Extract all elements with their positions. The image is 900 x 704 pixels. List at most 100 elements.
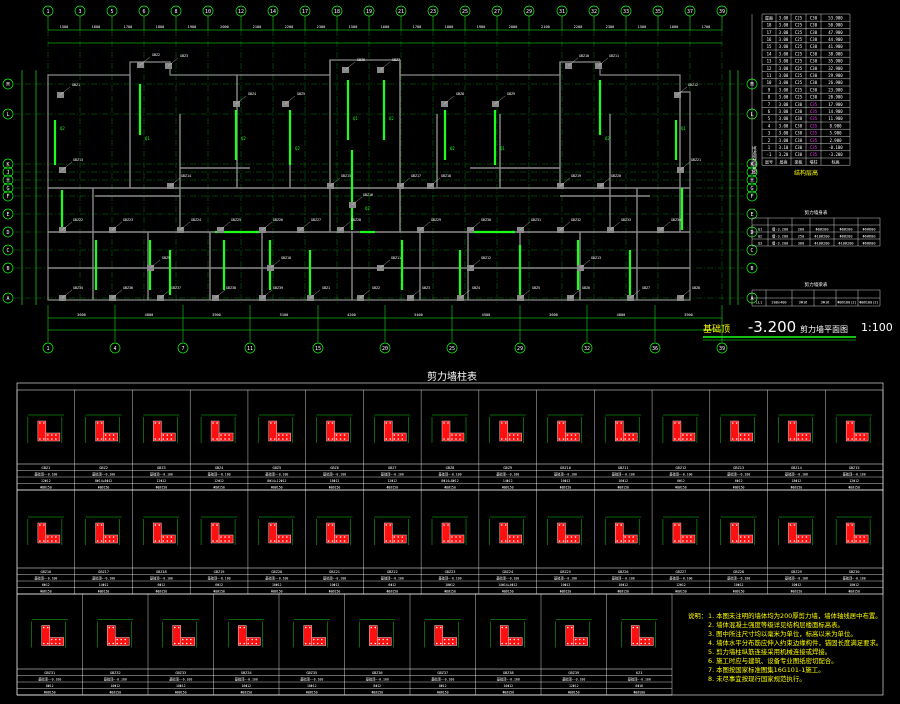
rebar-dot <box>562 540 565 542</box>
story-table-cell: C30 <box>810 87 818 92</box>
dimension-text: 1700 <box>413 25 422 29</box>
rebar-dot <box>443 540 445 542</box>
rebar-dot <box>239 642 242 645</box>
rebar-dot <box>863 434 865 436</box>
column-tag: GBZ4 <box>472 286 480 290</box>
rebar-dot <box>674 540 676 542</box>
column-elevation: 基础顶~-0.100 <box>562 677 585 682</box>
column-stirrup: Φ8@150 <box>329 486 341 490</box>
label-leader <box>409 289 421 299</box>
dimension-text: 2100 <box>541 25 550 29</box>
rebar-dot <box>863 540 865 542</box>
rebar-dot <box>316 638 319 641</box>
axis-bubble <box>746 190 758 202</box>
rebar-dot <box>43 438 45 440</box>
label-leader <box>61 221 73 231</box>
rebar-dot <box>855 434 857 436</box>
column-bars: 12Φ12 <box>387 479 397 483</box>
rebar-dot <box>674 422 676 424</box>
rebar-dot <box>220 434 222 436</box>
wall-column <box>57 92 64 98</box>
column-tag: GBZ32 <box>571 218 581 222</box>
axis-label-top: 18 <box>334 9 340 15</box>
rebar-dot <box>335 438 338 440</box>
wall-table-title: 剪力墙身表 <box>805 209 828 216</box>
rebar-dot <box>177 626 180 629</box>
column-elevation: 基础顶~-0.100 <box>554 576 577 581</box>
rebar-dot <box>331 438 334 440</box>
wall-column <box>297 227 304 233</box>
rebar-dot <box>574 438 577 440</box>
section-concrete <box>499 420 508 442</box>
rebar-dot <box>255 638 258 641</box>
dimension-text: 2000 <box>220 25 229 29</box>
column-tag: GBZ19 <box>571 174 581 178</box>
rebar-dot <box>516 540 519 542</box>
wall-table-cell: Φ6@600 <box>863 241 876 245</box>
column-tag: GBZ11 <box>609 54 619 58</box>
column-bars: 10Φ12 <box>110 684 120 688</box>
story-table-cell: 47.900 <box>828 30 843 35</box>
rebar-dot <box>731 438 734 440</box>
column-stirrup: Φ8@150 <box>40 486 52 490</box>
column-tag: GBZ7 <box>392 58 400 62</box>
column-tag: GBZ6 <box>357 58 365 62</box>
axis-bubble <box>2 174 14 186</box>
column-tag: GBZ2 <box>372 286 380 290</box>
column-tag: GBZ38 <box>226 286 236 290</box>
section-concrete <box>103 534 118 544</box>
rebar-dot <box>42 626 45 629</box>
rebar-dot <box>251 638 254 641</box>
column-tag: GBZ4 <box>248 92 256 96</box>
column-bars: 10Φ12 <box>561 583 571 587</box>
rebar-dot <box>212 438 214 440</box>
story-table-cell: 3.00 <box>779 116 789 121</box>
rebar-dot <box>451 536 453 538</box>
rebar-dot <box>863 536 865 538</box>
rebar-dot <box>624 536 626 538</box>
column-tag: GBZ3 <box>180 54 188 58</box>
rebar-dot <box>158 422 161 424</box>
rebar-dot <box>620 524 622 526</box>
rebar-dot <box>570 438 573 440</box>
rebar-dot <box>801 536 804 538</box>
wall-column <box>597 183 604 189</box>
rebar-dot <box>686 434 688 436</box>
axis-bubble <box>2 108 14 120</box>
label-leader <box>309 289 321 299</box>
story-table-cell: 3.00 <box>779 80 789 85</box>
story-table-cell: 3.00 <box>779 37 789 42</box>
section-concrete <box>45 534 61 544</box>
column-bars: 10Φ12 <box>176 684 186 688</box>
rebar-dot <box>855 438 857 440</box>
label-leader <box>559 177 571 187</box>
wall-column <box>167 183 174 189</box>
rebar-dot <box>859 540 861 542</box>
story-table-cell: 14 <box>767 51 772 56</box>
label-leader <box>679 161 691 171</box>
rebar-dot <box>801 540 804 542</box>
story-table-cell: 11 <box>767 73 772 78</box>
label-leader <box>359 289 371 299</box>
wall-tag: Q1 <box>353 116 358 121</box>
note-item: 7. 本图按国家标准图集16G101-1施工。 <box>708 666 825 674</box>
column-elevation: 基础顶~-0.100 <box>92 576 115 581</box>
rebar-dot <box>39 524 41 526</box>
story-table-cell: 3.00 <box>779 138 789 143</box>
column-elevation: 基础顶~-0.100 <box>366 677 389 682</box>
column-stirrup: Φ8@150 <box>848 486 860 490</box>
column-stirrup: Φ8@150 <box>560 590 572 594</box>
column-id: GBZ2 <box>99 466 108 470</box>
rebar-dot <box>648 638 651 641</box>
section-concrete <box>268 522 277 544</box>
rebar-dot <box>516 536 519 538</box>
wall-column <box>217 227 224 233</box>
column-elevation: 基础顶~-0.100 <box>381 472 404 477</box>
rebar-dot <box>570 434 573 436</box>
column-bars: 16Φ12 <box>561 479 571 483</box>
rebar-dot <box>389 524 392 526</box>
rebar-dot <box>508 438 511 440</box>
column-bars: 14Φ14+4Φ12 <box>498 583 517 587</box>
